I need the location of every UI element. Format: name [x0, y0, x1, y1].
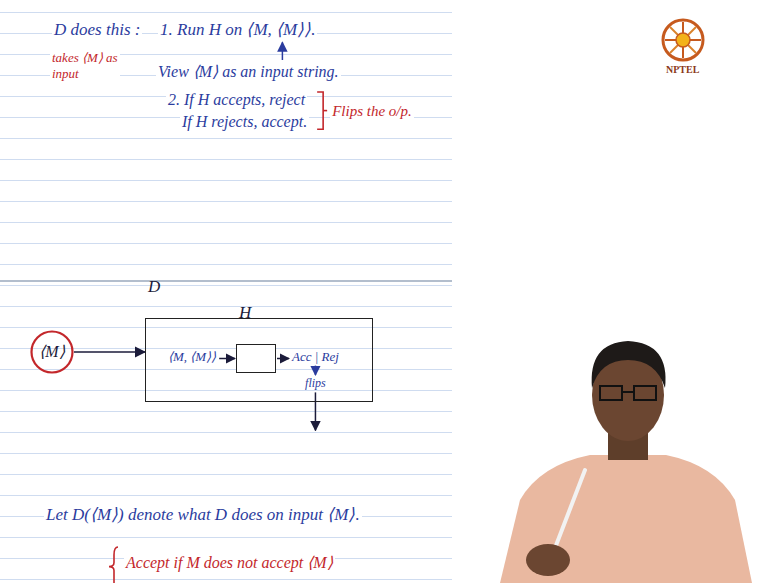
flow-arrow — [277, 358, 289, 360]
node-label: H — [239, 303, 251, 323]
input-circle: ⟨M⟩ — [30, 330, 74, 374]
output-arrow — [315, 392, 317, 430]
page-break — [0, 280, 452, 282]
decider-box: H — [236, 344, 276, 373]
case-brace — [109, 547, 118, 583]
input-pair: ⟨M, ⟨M⟩⟩ — [166, 349, 218, 365]
flow-arrow — [315, 366, 317, 375]
lecturer-figure — [500, 341, 752, 583]
flow-arrow — [219, 358, 235, 360]
bracket-tip — [323, 110, 327, 112]
definition-note: Let D(⟨M⟩) denote what D does on input ⟨… — [44, 505, 362, 525]
flip-label: flips — [303, 376, 328, 390]
node-label: ⟨M⟩ — [39, 342, 64, 361]
pointer-arrow — [282, 42, 284, 60]
heading-note: D does this : — [52, 20, 142, 40]
margin-note: takes ⟨M⟩ as input — [50, 50, 120, 81]
case-note: Accept if M does not accept ⟨M⟩ — [124, 553, 335, 572]
step-note: 1. Run H on ⟨M, ⟨M⟩⟩. — [158, 20, 317, 40]
logo-text: NPTEL — [664, 64, 701, 76]
output-label: Acc | Rej — [290, 349, 341, 365]
machine-box: HD — [145, 318, 373, 402]
ruled-lines — [0, 0, 452, 583]
nptel-logo — [663, 20, 703, 60]
box-title: D — [148, 277, 160, 297]
bracket — [317, 92, 323, 129]
bracket-note: Flips the o/p. — [330, 102, 414, 120]
step-note: If H rejects, accept. — [180, 112, 309, 131]
step-note: 2. If H accepts, reject — [166, 90, 307, 109]
annotation-note: View ⟨M⟩ as an input string. — [156, 62, 341, 81]
input-arrow — [74, 351, 145, 353]
